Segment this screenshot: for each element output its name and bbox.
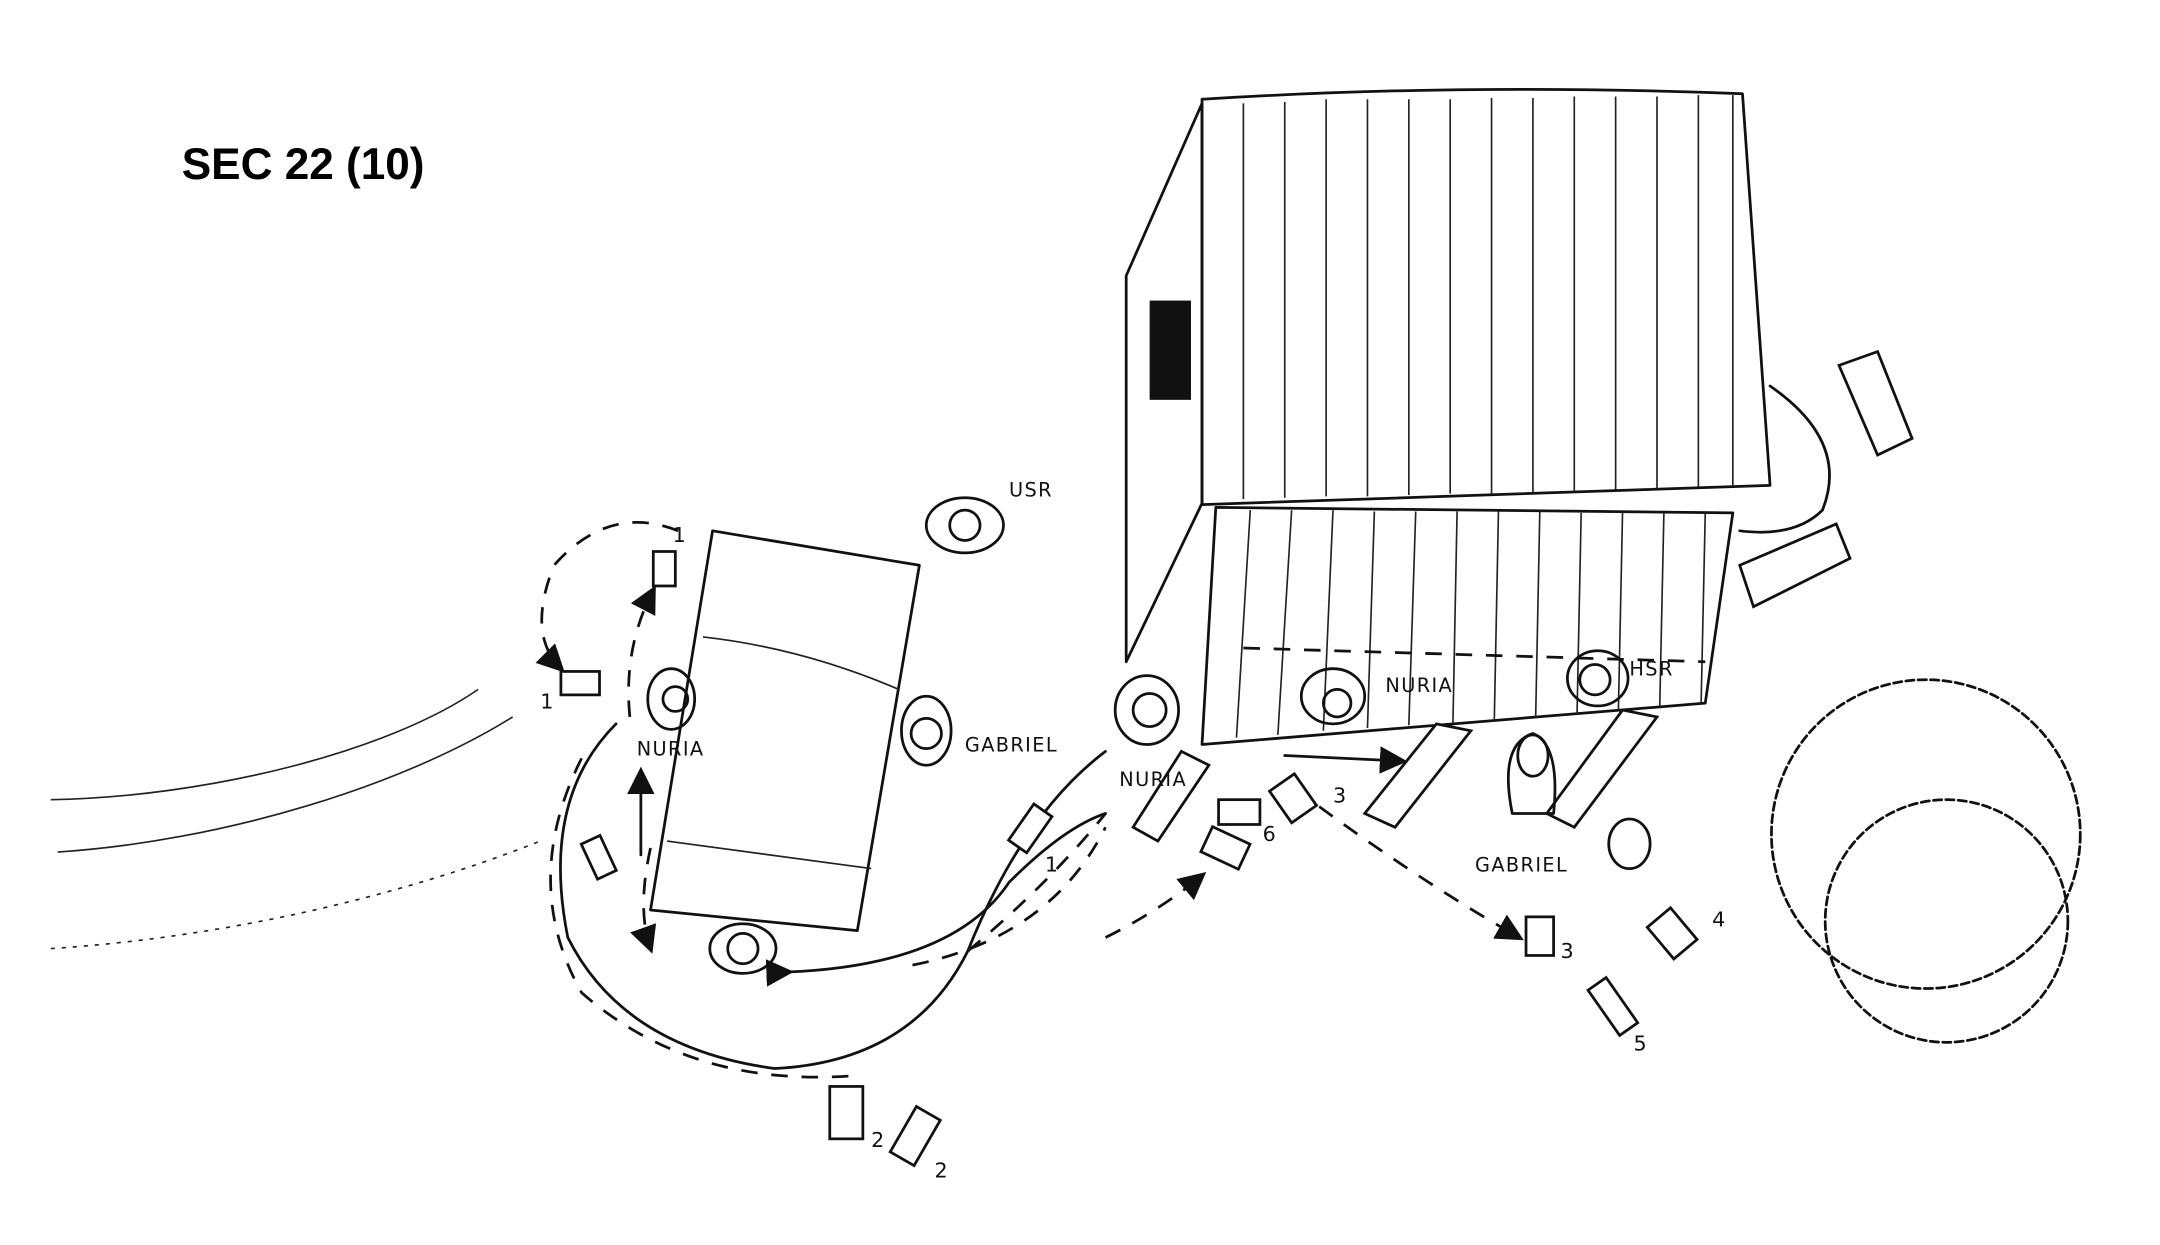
camera-number: 1 [1045, 852, 1058, 876]
person-hsr [1566, 649, 1630, 708]
log [1544, 708, 1660, 829]
camera-icon [1006, 802, 1054, 855]
camera-icon [1199, 824, 1252, 871]
person-gabriel-car [900, 694, 953, 767]
porch-step [1738, 384, 1831, 534]
person-gabriel-porch [1506, 732, 1557, 815]
camera-icon [1217, 798, 1262, 826]
window-icon [1149, 300, 1191, 400]
person-nuria-porch [1299, 667, 1367, 726]
label-gabriel-car: GABRIEL [965, 733, 1058, 756]
camera-number: 2 [871, 1128, 884, 1152]
label-usr: USR [1009, 478, 1053, 501]
person-usr [924, 496, 1005, 555]
scene-title: SEC 22 (10) [182, 140, 425, 189]
log [1131, 749, 1211, 843]
camera-icon [888, 1104, 943, 1168]
bench [1738, 522, 1852, 609]
people [646, 496, 1652, 975]
camera-number: 3 [1333, 783, 1346, 807]
label-nuria-corner: NURIA [1119, 768, 1187, 791]
camera-icon [559, 670, 601, 697]
grill-icon [1607, 817, 1652, 870]
person-nuria-corner [1113, 674, 1180, 746]
camera-number: 2 [935, 1158, 948, 1182]
camera-icon [828, 1085, 865, 1141]
camera-icon [651, 550, 677, 588]
camera-icon [1586, 975, 1640, 1038]
camera-icon [1645, 905, 1700, 961]
person-nuria-car [646, 667, 697, 731]
label-nuria-car: NURIA [637, 738, 705, 761]
camera-icon [579, 833, 619, 881]
log [1362, 722, 1474, 829]
label-gabriel-porch: GABRIEL [1475, 853, 1568, 876]
camera-number: 1 [540, 690, 553, 714]
camera-number: 1 [673, 523, 686, 547]
camera-number: 4 [1712, 908, 1725, 932]
car [649, 529, 921, 933]
label-hsr: HSR [1629, 658, 1673, 681]
porch [1200, 505, 1735, 746]
camera-icon [1267, 771, 1319, 825]
camera-number: 6 [1263, 822, 1276, 846]
bench [1837, 349, 1914, 457]
cameras [559, 550, 1700, 1168]
camera-number: 5 [1634, 1032, 1647, 1056]
house [1124, 87, 1914, 843]
camera-paths [535, 520, 1524, 1079]
person-bottom [708, 922, 778, 975]
camera-number: 3 [1560, 939, 1573, 963]
label-nuria-porch: NURIA [1385, 674, 1453, 697]
tree-icon [1770, 678, 2082, 1044]
road-lines [50, 688, 541, 950]
camera-icon [1524, 915, 1555, 957]
